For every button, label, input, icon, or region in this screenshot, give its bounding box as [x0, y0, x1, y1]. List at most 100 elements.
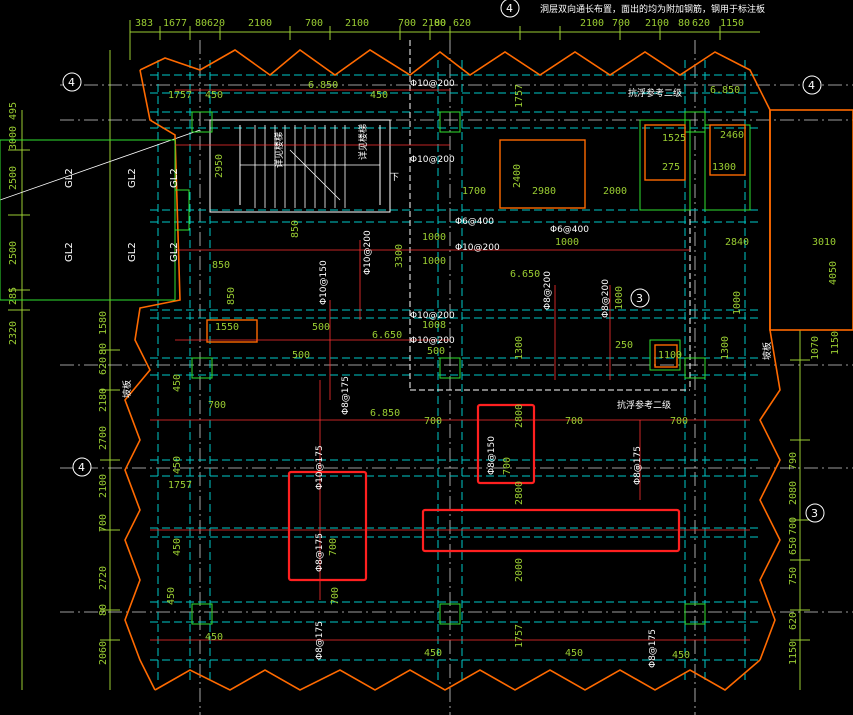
num-19: 1300: [712, 162, 736, 173]
left-dim-10: 2700: [98, 426, 109, 450]
num-45: 450: [565, 648, 583, 659]
rebar-label-14: Φ6@400: [455, 217, 494, 227]
axis-bubble-1: [500, 0, 520, 18]
axis-bubble-texts: 4 4 4 4 3 3: [68, 2, 818, 520]
top-dim-8: 2100: [422, 18, 446, 29]
num-41: 450: [172, 538, 183, 556]
num-2: 1757: [168, 90, 192, 101]
stair-treads: [240, 125, 380, 208]
axis-text-5: 3: [636, 292, 643, 305]
top-dimension-line: [129, 20, 760, 60]
num-52: 1000: [732, 291, 743, 315]
num-53: 250: [615, 340, 633, 351]
shaft-boxes: [206, 124, 746, 368]
right-dimension-line: [790, 330, 810, 690]
num-50: 2000: [514, 558, 525, 582]
num-12: 2400: [512, 164, 523, 188]
num-37: 700: [328, 538, 339, 556]
left-dim-4: 285: [8, 287, 19, 305]
num-24: 500: [312, 322, 330, 333]
left-dim-1: 495: [8, 102, 19, 120]
elevation-4: 6.850: [710, 85, 740, 96]
num-51: 1300: [720, 336, 731, 360]
right-dim-8: 1150: [788, 641, 799, 665]
num-38: 2800: [514, 481, 525, 505]
num-42: 450: [166, 587, 177, 605]
left-dim-13: 2720: [98, 566, 109, 590]
num-36: 700: [502, 457, 513, 475]
gl-label-3: GL2: [64, 242, 75, 262]
gl-label-2: GL2: [169, 168, 180, 188]
axis-bubble-2: [802, 75, 822, 95]
highlight-boxes: [287, 403, 681, 582]
top-dim-11: 2100: [580, 18, 604, 29]
elevation-marks: 6.850 6.650 6.650 6.850 6.850: [308, 80, 740, 419]
top-dim-2: 80: [195, 18, 207, 29]
num-47: 1757: [168, 480, 192, 491]
rebar-label-12: Φ10@175: [315, 445, 325, 490]
num-35: 2800: [514, 404, 525, 428]
num-29: 1000: [614, 286, 625, 310]
top-note: 洞层双向通长布置，面出的均为附加钢筋，钢用于标注板: [540, 3, 765, 15]
num-44: 450: [424, 648, 442, 659]
num-31: 700: [208, 400, 226, 411]
rebar-label-2: Φ10@200: [455, 243, 500, 253]
rebar-lines: [150, 89, 750, 641]
elevation-2: 6.650: [372, 330, 402, 341]
axis-bubble-5: [630, 288, 650, 308]
text-labels: 详见楼梯 详见楼梯 下 抗浮参考二级 抗浮参考二级 坡板 坡板: [121, 87, 773, 411]
num-30: 1100: [658, 350, 682, 361]
num-34: 700: [670, 416, 688, 427]
top-dim-9: 80: [434, 18, 446, 29]
rebar-labels: Φ10@200 Φ10@200 Φ10@200 Φ10@200 Φ10@200 …: [315, 79, 658, 668]
top-dim-1: 1677: [163, 18, 187, 29]
num-3: 1757: [514, 84, 525, 108]
left-dim-14: 80: [98, 604, 109, 616]
num-1: 450: [370, 90, 388, 101]
num-16: 1525: [662, 133, 686, 144]
num-5: 850: [290, 220, 301, 238]
axis-text-0: 4: [68, 76, 75, 89]
left-dimension-line: [8, 50, 120, 690]
rebar-label-16: Φ8@200: [601, 279, 611, 318]
num-43: 450: [205, 632, 223, 643]
right-dim-3: 2080: [788, 481, 799, 505]
num-9: 1000: [422, 256, 446, 267]
left-dim-2: 2500: [8, 166, 19, 190]
num-25: 500: [292, 350, 310, 361]
num-13: 2980: [532, 186, 556, 197]
right-dimension-texts: 1070 1150 790 2080 700 650 750 620 1150: [788, 331, 841, 665]
left-dim-5: 2320: [8, 321, 19, 345]
num-20: 2840: [725, 237, 749, 248]
gl-label-4: GL2: [127, 242, 138, 262]
num-28: 1300: [514, 336, 525, 360]
right-dim-6: 750: [788, 567, 799, 585]
top-dim-4: 2100: [248, 18, 272, 29]
gl-label-5: GL2: [169, 242, 180, 262]
rebar-label-13: Φ8@200: [543, 271, 553, 310]
num-48: 1757: [514, 624, 525, 648]
axis-bubble-0: [62, 72, 82, 92]
top-dim-5: 700: [305, 18, 323, 29]
top-dim-15: 620: [692, 18, 710, 29]
num-26: 500: [427, 346, 445, 357]
gl-label-1: GL2: [127, 168, 138, 188]
stair-label-1: 详见楼梯: [273, 132, 285, 168]
num-33: 700: [565, 416, 583, 427]
num-4: 2950: [214, 154, 225, 178]
left-dim-0: 3000: [8, 126, 19, 150]
top-dim-0: 383: [135, 18, 153, 29]
left-dim-15: 2060: [98, 641, 109, 665]
rebar-label-17: Φ8@175: [648, 629, 658, 668]
elevation-1: 6.650: [510, 269, 540, 280]
num-11: 3300: [394, 244, 405, 268]
elevation-3: 6.850: [370, 408, 400, 419]
diagonal-leader: [0, 129, 201, 201]
top-dim-3: 620: [207, 18, 225, 29]
num-46: 450: [672, 650, 690, 661]
right-dim-7: 620: [788, 612, 799, 630]
rebar-label-1: Φ10@200: [410, 155, 455, 165]
num-8: 1000: [422, 232, 446, 243]
wall-outlines: [209, 40, 691, 391]
left-dim-11: 2100: [98, 474, 109, 498]
